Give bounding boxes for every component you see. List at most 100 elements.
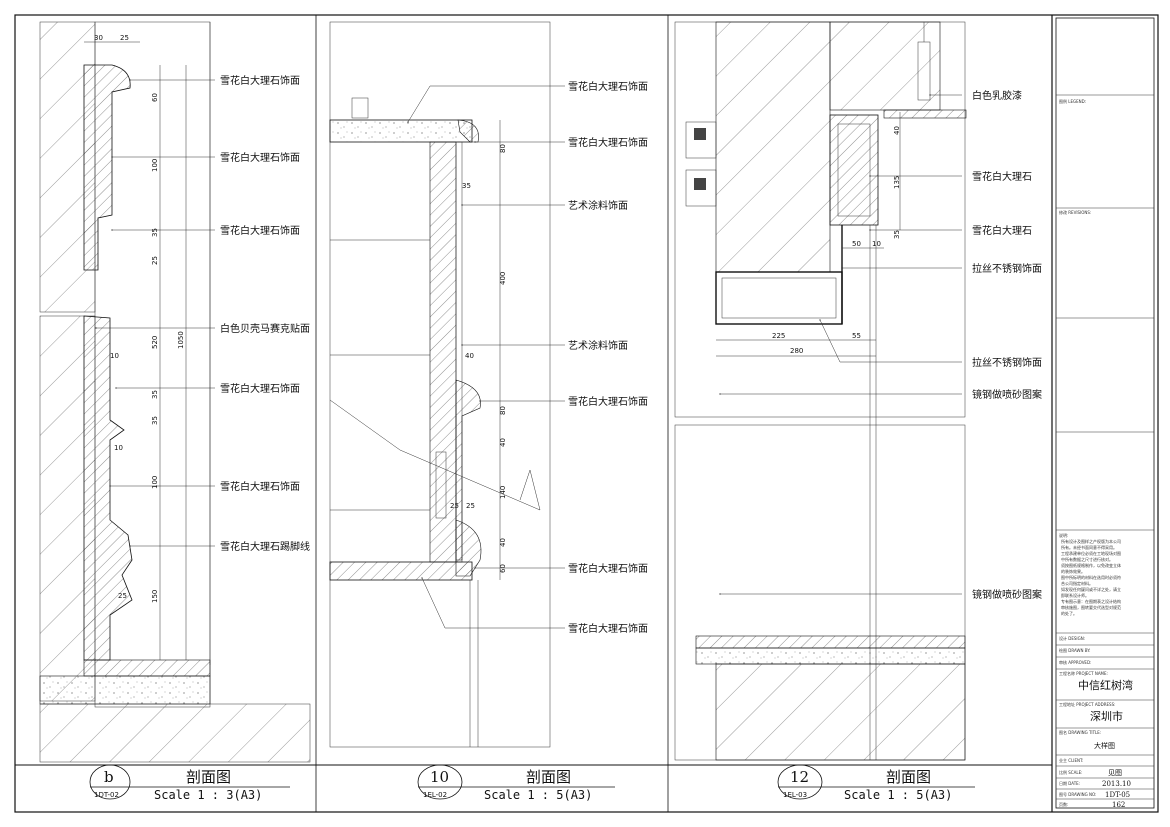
panel-10-label-4: 艺术涂料饰面 bbox=[568, 339, 628, 352]
panel-10-dim-5: 80 bbox=[499, 406, 507, 415]
panel-b-dim-8: 100 bbox=[151, 476, 159, 489]
panel-10-label-6: 雪花白大理石饰面 bbox=[568, 562, 648, 575]
notes-line-11: 专有图示意：在图期表之设计结构 bbox=[1061, 598, 1121, 604]
panel-10-dim-6: 40 bbox=[499, 438, 507, 447]
panel-b-callout-letter: b bbox=[104, 768, 114, 786]
date-label: 日期 DATE: bbox=[1059, 780, 1080, 786]
panel-10-dimensions: 80 35 400 40 80 40 140 40 60 25 25 bbox=[450, 144, 507, 573]
project-name: 中信红树湾 bbox=[1078, 678, 1133, 692]
panel-12-scale: Scale 1 : 5(A3) bbox=[844, 788, 952, 802]
panel-12-label-1: 白色乳胶漆 bbox=[972, 89, 1022, 102]
panel-12-dim-6: 225 bbox=[772, 332, 785, 340]
panel-b-scale: Scale 1 : 3(A3) bbox=[154, 788, 262, 802]
notes-label: 说明: bbox=[1059, 532, 1068, 538]
panel-10-dim-9: 60 bbox=[499, 564, 507, 573]
panel-10-callout-ref: 1EL-02 bbox=[423, 791, 447, 799]
drawing-no-label: 图号 DRAWING NO: bbox=[1059, 791, 1096, 797]
panel-12-dimensions: 40 135 35 50 10 225 55 280 bbox=[772, 126, 901, 355]
panel-b-callout-ref: 1DT-02 bbox=[94, 791, 119, 799]
panel-12-dim-3: 35 bbox=[893, 230, 901, 239]
project-address: 深圳市 bbox=[1090, 709, 1123, 723]
panel-10-title: 剖面图 bbox=[526, 768, 571, 786]
panel-b-dim-5: 520 bbox=[151, 336, 159, 349]
panel-12-dim-2: 135 bbox=[893, 176, 901, 189]
panel-b-dim-4: 25 bbox=[151, 256, 159, 265]
panel-b-dim-11: 10 bbox=[110, 352, 119, 360]
panel-10-callout: 10 1EL-02 剖面图 Scale 1 : 5(A3) bbox=[417, 764, 615, 802]
drawing-title-label: 图名 DRAWING TITLE: bbox=[1059, 729, 1101, 735]
panel-12-callout-ref: 1EL-03 bbox=[783, 791, 807, 799]
notes-line-4: 中所有数据之尺寸进行核对。 bbox=[1061, 556, 1113, 562]
panel-10-dim-2: 35 bbox=[462, 182, 471, 190]
panel-b-dim-top-2: 25 bbox=[120, 34, 129, 42]
panel-12-labels: 白色乳胶漆 雪花白大理石 雪花白大理石 拉丝不锈钢饰面 拉丝不锈钢饰面 镜钢做喷… bbox=[972, 89, 1042, 601]
panel-10-dim-7: 140 bbox=[499, 486, 507, 499]
client-label: 业主 CLIENT: bbox=[1059, 757, 1083, 763]
panel-b-label-7: 雪花白大理石踢脚线 bbox=[220, 540, 310, 553]
page-value: 162 bbox=[1112, 801, 1125, 809]
panel-10-dim-1: 80 bbox=[499, 144, 507, 153]
panel-b-dim-7: 35 bbox=[151, 416, 159, 425]
panel-10-drawing bbox=[329, 21, 565, 748]
panel-b-dim-12: 10 bbox=[114, 444, 123, 452]
panel-10-dim-11: 25 bbox=[466, 502, 475, 510]
panel-12-callout-bubble bbox=[777, 764, 823, 800]
panel-12-dim-8: 280 bbox=[790, 347, 803, 355]
panel-b-callout: b 1DT-02 剖面图 Scale 1 : 3(A3) bbox=[89, 764, 290, 802]
panel-b-dimensions: 30 25 60 100 35 25 520 35 35 100 150 105… bbox=[94, 34, 185, 603]
panel-12-callout: 12 1EL-03 剖面图 Scale 1 : 5(A3) bbox=[777, 764, 975, 802]
panel-10-dim-8: 40 bbox=[499, 538, 507, 547]
panel-b-dim-10: 1050 bbox=[177, 331, 185, 349]
panel-12-dim-4: 50 bbox=[852, 240, 861, 248]
panel-10-dim-3: 400 bbox=[499, 272, 507, 285]
panel-b-dim-3: 35 bbox=[151, 228, 159, 237]
revisions-label: 修改 REVISIONS: bbox=[1059, 209, 1091, 215]
notes-line-1: 所有设计及图样之产权版为本公司 bbox=[1061, 538, 1121, 544]
panel-10-label-1: 雪花白大理石饰面 bbox=[568, 80, 648, 93]
panel-10-dim-10: 25 bbox=[450, 502, 459, 510]
panel-b-title: 剖面图 bbox=[186, 768, 231, 786]
scale-label: 比例 SCALE: bbox=[1059, 769, 1082, 775]
notes-line-7: 图中所标明的材料在选用时必须符 bbox=[1061, 574, 1121, 580]
panel-b-label-5: 雪花白大理石饰面 bbox=[220, 382, 300, 395]
notes-line-3: 工程承建单位必须在工地现场对图 bbox=[1061, 550, 1121, 556]
notes-line-12: 审核施图，图转要交代选型对规范 bbox=[1061, 604, 1121, 610]
drawing-title: 大样图 bbox=[1094, 741, 1115, 750]
panel-12-label-6: 镜钢做喷砂图案 bbox=[972, 388, 1042, 401]
notes-line-6: 的装饰效果。 bbox=[1061, 568, 1085, 574]
panel-10-callout-bubble bbox=[417, 764, 463, 800]
panel-10-label-3: 艺术涂料饰面 bbox=[568, 199, 628, 212]
scale-value: 见图 bbox=[1108, 769, 1122, 777]
sheet-border bbox=[14, 14, 1159, 813]
panel-12-label-7: 镜钢做喷砂图案 bbox=[972, 588, 1042, 601]
panel-10-scale: Scale 1 : 5(A3) bbox=[484, 788, 592, 802]
panel-b-dim-top-1: 30 bbox=[94, 34, 103, 42]
panel-10-callout-letter: 10 bbox=[430, 768, 449, 786]
legend-label: 图例 LEGEND: bbox=[1059, 98, 1086, 104]
panel-10-dim-4: 40 bbox=[465, 352, 474, 360]
notes-line-10: 即联系设计师。 bbox=[1061, 592, 1089, 598]
panel-b-dim-1: 60 bbox=[151, 93, 159, 102]
panel-b-label-4: 白色贝壳马赛克贴面 bbox=[220, 322, 310, 335]
notes-line-13: 的处了。 bbox=[1061, 610, 1077, 616]
page-label: 页数: bbox=[1059, 801, 1068, 807]
panel-b-drawing bbox=[39, 21, 311, 763]
panel-12-drawing bbox=[674, 21, 967, 761]
approved-label: 审核 APPROVED: bbox=[1059, 659, 1091, 665]
panel-b-label-2: 雪花白大理石饰面 bbox=[220, 151, 300, 164]
drawing-no: 1DT-05 bbox=[1105, 791, 1130, 799]
panel-12-dim-7: 55 bbox=[852, 332, 861, 340]
panel-b-dim-6: 35 bbox=[151, 390, 159, 399]
panel-12-label-4: 拉丝不锈钢饰面 bbox=[972, 262, 1042, 275]
panel-12-dim-1: 40 bbox=[893, 126, 901, 135]
panel-10-label-7: 雪花白大理石饰面 bbox=[568, 622, 648, 635]
notes-line-5: 须按图纸规格制作，以免改变立体 bbox=[1061, 562, 1121, 568]
panel-12-label-2: 雪花白大理石 bbox=[972, 170, 1032, 183]
panel-b-label-6: 雪花白大理石饰面 bbox=[220, 480, 300, 493]
project-name-label: 工程名称 PROJECT NAME: bbox=[1059, 670, 1108, 676]
drawn-label: 绘图 DRAWN BY: bbox=[1059, 647, 1091, 653]
panel-b-callout-bubble bbox=[89, 764, 131, 800]
panel-b-dim-9: 150 bbox=[151, 590, 159, 603]
date-value: 2013.10 bbox=[1102, 780, 1131, 788]
panel-10-label-2: 雪花白大理石饰面 bbox=[568, 136, 648, 149]
